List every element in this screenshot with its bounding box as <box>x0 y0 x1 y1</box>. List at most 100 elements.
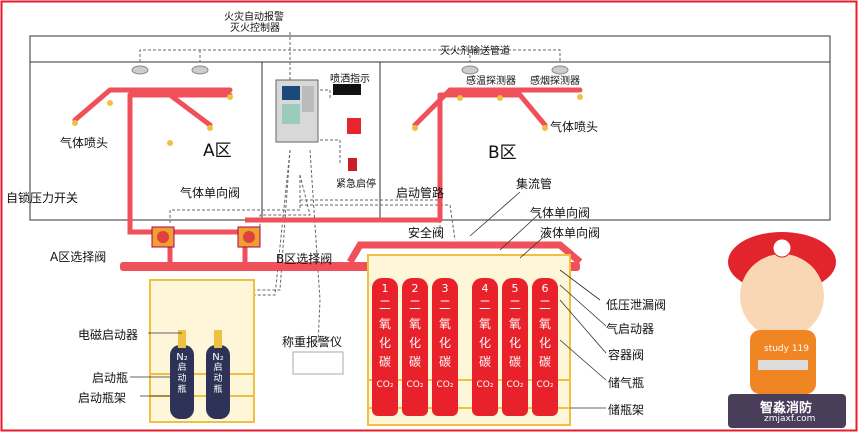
co2-cylinder-formula: CO₂ <box>506 380 524 390</box>
gas-check-valve-right-label: 气体单向阀 <box>530 206 591 220</box>
co2-cylinder-char: 氧 <box>508 317 521 331</box>
zone-b-label: B区 <box>488 143 517 163</box>
co2-cylinder: 4 二氧化碳 CO₂ <box>472 278 498 416</box>
n2-bottle-2-chem: N₂ <box>212 352 224 363</box>
n2-bottle-1-name: 启动瓶 <box>177 363 187 395</box>
n2-bottle-1-text: N₂ 启动瓶 <box>170 352 194 396</box>
storage-bottle-label: 储气瓶 <box>608 376 645 390</box>
co2-cylinder-char: 碳 <box>438 355 451 369</box>
emergency-button <box>348 158 357 171</box>
co2-cylinder-number: 3 <box>441 282 449 295</box>
storage-rack-label: 储瓶架 <box>608 403 645 417</box>
nozzle-pipes-a <box>72 87 233 223</box>
selector-valve-b <box>237 226 261 248</box>
weighing-alarm-label: 称重报警仪 <box>282 335 343 349</box>
a-selector-valve-label: A区选择阀 <box>50 250 107 264</box>
self-lock-switch-label: 自锁压力开关 <box>6 191 79 205</box>
mascot-figure <box>728 232 836 394</box>
logo-box <box>728 394 846 428</box>
co2-cylinder-formula: CO₂ <box>406 380 424 390</box>
n2-bottle-2 <box>206 330 230 419</box>
co2-cylinder-char: 二 <box>508 298 521 312</box>
co2-cylinder-number: 1 <box>381 282 389 295</box>
co2-cylinder-char: 氧 <box>408 317 421 331</box>
spray-indicator-label: 喷洒指示 <box>330 74 370 85</box>
co2-cylinder-char: 化 <box>478 336 491 350</box>
ceiling-detectors <box>131 65 569 75</box>
gas-actuator-label: 气启动器 <box>606 322 655 336</box>
co2-cylinder-char: 化 <box>378 336 391 350</box>
co2-cylinder-char: 碳 <box>508 355 521 369</box>
co2-cylinder: 6 二氧化碳 CO₂ <box>532 278 558 416</box>
nozzle-left-label: 气体喷头 <box>60 136 109 150</box>
co2-cylinder-char: 二 <box>408 298 421 312</box>
co2-cylinder: 2 二氧化碳 CO₂ <box>402 278 428 416</box>
co2-cylinder-char: 碳 <box>478 355 491 369</box>
co2-cylinder-char: 氧 <box>478 317 491 331</box>
co2-cylinder-formula: CO₂ <box>536 380 554 390</box>
b-selector-valve-label: B区选择阀 <box>276 252 333 266</box>
n2-bottle-1 <box>170 330 194 419</box>
nozzles-a <box>72 94 233 146</box>
co2-cylinder-char: 化 <box>508 336 521 350</box>
selector-valve-a <box>151 226 175 248</box>
co2-cylinder-formula: CO₂ <box>436 380 454 390</box>
container-valve-label: 容器阀 <box>608 348 645 362</box>
co2-cylinder-char: 碳 <box>408 355 421 369</box>
co2-cylinder-formula: CO₂ <box>376 380 394 390</box>
pipeline-label: 灭火剂输送管道 <box>440 46 510 57</box>
electromagnetic-actuator-label: 电磁启动器 <box>78 328 139 342</box>
co2-cylinder-char: 二 <box>438 298 451 312</box>
co2-cylinder: 3 二氧化碳 CO₂ <box>432 278 458 416</box>
mascot-badge: study 119 <box>764 344 809 354</box>
safety-valve-label: 安全阀 <box>408 226 445 240</box>
co2-cylinder-number: 5 <box>511 282 519 295</box>
co2-cylinder-char: 氧 <box>538 317 551 331</box>
heat-detector-label: 感温探测器 <box>466 76 516 87</box>
co2-cylinder-char: 碳 <box>538 355 551 369</box>
low-pressure-valve-label: 低压泄漏阀 <box>606 298 667 312</box>
co2-cylinder-char: 氧 <box>378 317 391 331</box>
nozzle-pipes-b <box>412 87 583 223</box>
spray-indicator-light <box>333 84 361 95</box>
emergency-alarm <box>347 118 361 134</box>
co2-cylinder-char: 碳 <box>378 355 391 369</box>
co2-cylinder-char: 化 <box>538 336 551 350</box>
manifold-label: 集流管 <box>516 177 553 191</box>
weighing-alarm-box <box>292 351 344 375</box>
co2-cylinder-number: 6 <box>541 282 549 295</box>
co2-cylinder-char: 二 <box>538 298 551 312</box>
n2-bottle-2-text: N₂ 启动瓶 <box>206 352 230 396</box>
leader-lines <box>130 191 607 409</box>
co2-cylinder-char: 氧 <box>438 317 451 331</box>
nozzles-b <box>412 94 583 131</box>
start-bottle-label: 启动瓶 <box>92 371 129 385</box>
start-pipeline-label: 启动管路 <box>396 186 445 200</box>
n2-bottle-1-chem: N₂ <box>176 352 188 363</box>
co2-cylinder-char: 化 <box>438 336 451 350</box>
gas-check-valve-left-label: 气体单向阀 <box>180 186 241 200</box>
co2-cylinder-number: 4 <box>481 282 489 295</box>
zone-a-label: A区 <box>203 141 232 161</box>
co2-cylinder-char: 二 <box>378 298 391 312</box>
co2-cylinder-char: 二 <box>478 298 491 312</box>
co2-cylinder-char: 化 <box>408 336 421 350</box>
logo-url: zmjaxf.com <box>764 414 816 424</box>
controller-title-2: 灭火控制器 <box>230 23 280 34</box>
emergency-label: 紧急启停 <box>336 179 376 190</box>
controller-cabinet <box>275 79 319 143</box>
co2-cylinder-formula: CO₂ <box>476 380 494 390</box>
start-bottle-rack <box>149 279 255 423</box>
smoke-detector-label: 感烟探测器 <box>530 76 580 87</box>
controller-title-1: 火灾自动报警 <box>224 12 284 23</box>
n2-bottle-2-name: 启动瓶 <box>213 363 223 395</box>
co2-cylinder: 5 二氧化碳 CO₂ <box>502 278 528 416</box>
co2-cylinder-number: 2 <box>411 282 419 295</box>
logo-name: 智淼消防 <box>760 401 813 416</box>
nozzle-right-label: 气体喷头 <box>550 120 599 134</box>
liquid-check-valve-label: 液体单向阀 <box>540 226 601 240</box>
